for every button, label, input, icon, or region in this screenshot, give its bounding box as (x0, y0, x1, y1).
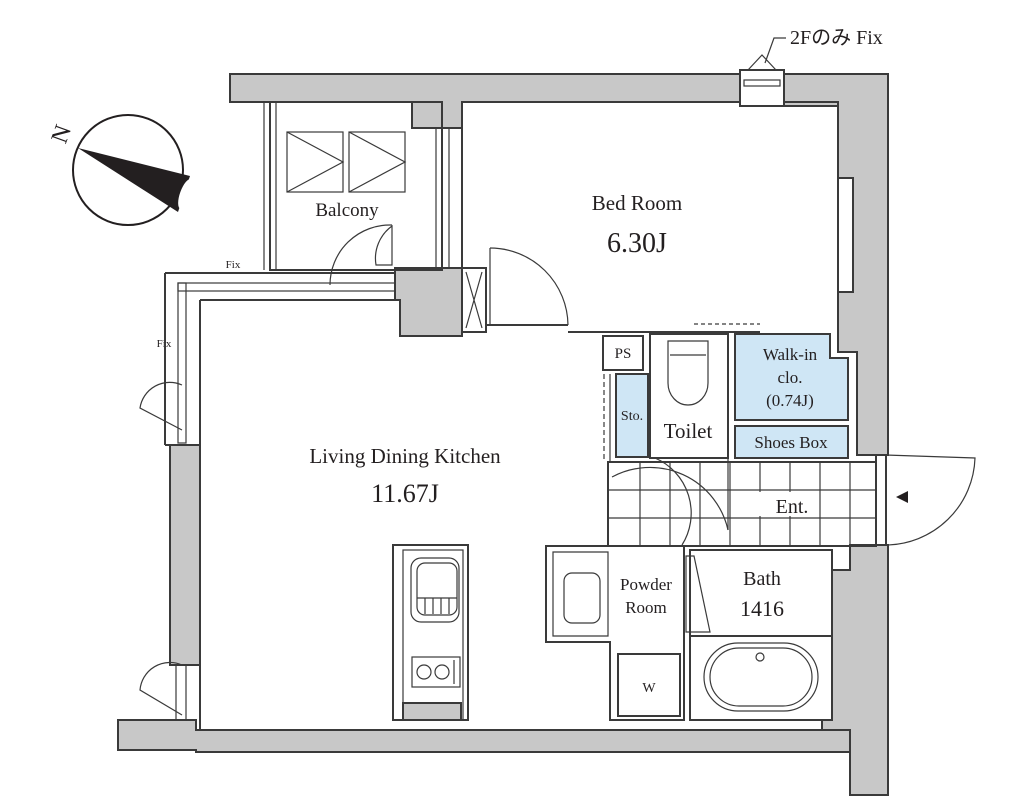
bedroom-area: Bed Room 6.30J (461, 101, 839, 333)
balcony-label: Balcony (315, 200, 379, 221)
ps-label: PS (615, 346, 632, 362)
ldk-size: 11.67J (371, 479, 439, 508)
entrance-area: Ent. (607, 454, 976, 547)
powder-room-area: Powder Room W (545, 545, 685, 721)
bath-area: Bath 1416 (685, 549, 833, 721)
powder-label-1: Powder (620, 575, 672, 594)
top-fix-note: 2Fのみ Fix (790, 27, 883, 49)
bathtub-icon (703, 642, 819, 712)
cooktop-icon (411, 656, 461, 688)
entry-arrow-icon (896, 491, 908, 503)
north-arrow-icon (78, 148, 190, 212)
balcony-area: Balcony (263, 101, 450, 286)
shaft-box (461, 267, 487, 333)
bath-size: 1416 (740, 596, 784, 621)
compass-north-label: N (47, 122, 77, 147)
walkin-label-3: (0.74J) (766, 391, 814, 410)
bath-label: Bath (743, 568, 781, 590)
powder-label-2: Room (625, 598, 667, 617)
ldk-area: Living Dining Kitchen 11.67J (139, 272, 501, 730)
bedroom-size: 6.30J (607, 228, 667, 259)
exterior-walls (117, 73, 889, 796)
north-compass: N (47, 114, 194, 226)
shoesbox-label: Shoes Box (754, 433, 828, 452)
sink-icon (410, 557, 460, 623)
toilet-icon (667, 340, 709, 406)
bedroom-label: Bed Room (592, 191, 682, 215)
top-fix-window: 2Fのみ Fix (739, 27, 883, 107)
walkin-label-1: Walk-in (763, 345, 818, 364)
entrance-label: Ent. (776, 496, 809, 518)
fix-label-balcony: Fix (226, 259, 241, 271)
storage-label: Sto. (621, 409, 643, 424)
washer-label: W (642, 681, 656, 696)
washbasin-icon (563, 572, 601, 624)
kitchen-counter (392, 544, 469, 721)
ldk-label: Living Dining Kitchen (309, 444, 501, 468)
walkin-label-2: clo. (777, 368, 802, 387)
toilet-label: Toilet (664, 419, 713, 443)
front-door-swing (885, 454, 976, 546)
